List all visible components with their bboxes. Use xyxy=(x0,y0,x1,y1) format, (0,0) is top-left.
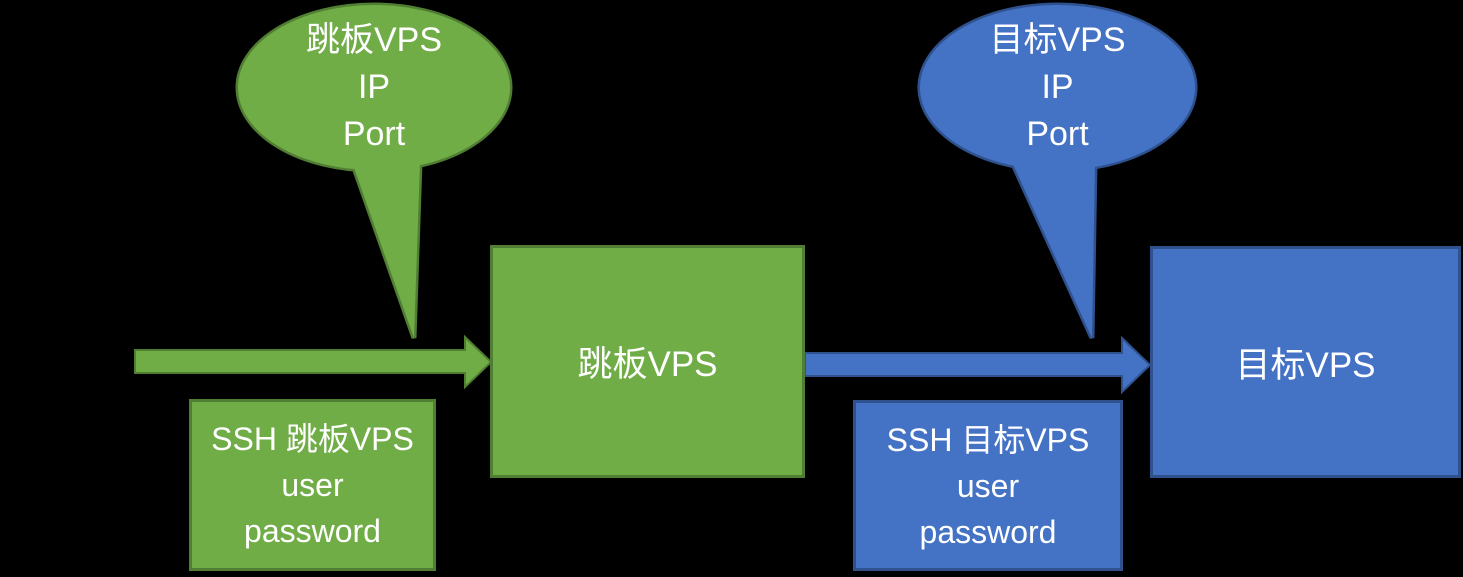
arrow-jump-to-target-vps xyxy=(804,335,1152,395)
target-credentials-line-2: user xyxy=(956,467,1020,504)
target-callout-bubble xyxy=(917,2,1198,340)
jump-vps-node: 跳板VPS xyxy=(490,245,805,478)
target-credentials-line-3: password xyxy=(919,513,1057,550)
target-callout-line-2: IP xyxy=(1041,68,1074,106)
jump-credentials-line-1: SSH 跳板VPS xyxy=(211,421,414,457)
target-vps-credentials-box: SSH 目标VPS user password xyxy=(853,400,1123,571)
jump-callout-line-1: 跳板VPS xyxy=(305,21,443,59)
target-callout-ellipse-fill xyxy=(920,5,1195,170)
jump-callout-tail-fill xyxy=(352,162,420,338)
target-vps-node: 目标VPS xyxy=(1150,246,1461,478)
target-callout-tail-fill xyxy=(1012,162,1095,338)
jump-callout-bubble xyxy=(235,2,513,339)
jump-callout-line-2: IP xyxy=(357,68,391,106)
arrow-into-jump-vps xyxy=(134,334,493,390)
jump-vps-credentials-box: SSH 跳板VPS user password xyxy=(189,399,436,571)
target-credentials-line-1: SSH 目标VPS xyxy=(886,421,1090,458)
jump-callout-ellipse-fill xyxy=(238,5,510,170)
jump-vps-node-label: 跳板VPS xyxy=(577,345,718,384)
target-callout-text: 目标VPS IP Port xyxy=(921,17,1194,158)
target-callout-line-1: 目标VPS xyxy=(989,21,1126,59)
target-vps-node-label: 目标VPS xyxy=(1235,345,1376,385)
jump-credentials-line-2: user xyxy=(281,467,344,503)
jump-callout-text: 跳板VPS IP Port xyxy=(239,17,509,158)
jump-credentials-line-3: password xyxy=(244,513,381,549)
target-callout-line-3: Port xyxy=(1026,115,1089,153)
jump-callout-line-3: Port xyxy=(342,115,406,153)
